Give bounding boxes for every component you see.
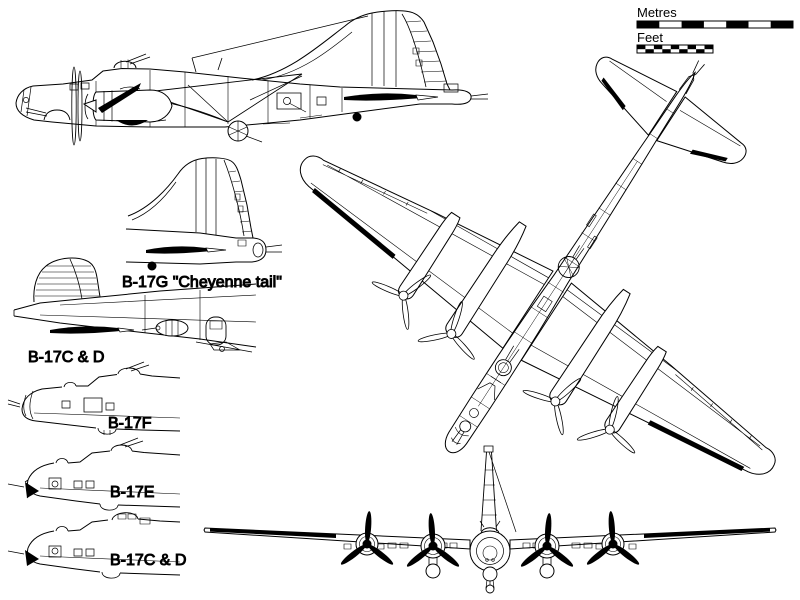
scale-bars: Metres Feet	[637, 5, 793, 53]
side-view-b17g	[16, 11, 488, 145]
top-view-b17g	[214, 0, 800, 600]
nose-detail-b17cd-label: B-17C & D	[110, 552, 186, 569]
nose-detail-b17e: B-17E	[8, 438, 180, 510]
nose-detail-b17f-label: B-17F	[108, 415, 152, 432]
nose-detail-b17e-label: B-17E	[110, 484, 154, 501]
tail-detail-cd: B-17C & D	[14, 258, 256, 367]
feet-label: Feet	[637, 30, 663, 45]
tail-detail-cheyenne: B-17G "Cheyenne tail"	[122, 158, 282, 292]
nose-detail-b17f: B-17F	[8, 362, 180, 435]
nose-detail-b17cd: B-17C & D	[8, 513, 187, 578]
tail-detail-cheyenne-label: B-17G "Cheyenne tail"	[122, 274, 282, 291]
scale-bar-metres: Metres	[637, 5, 793, 28]
tail-detail-cd-label: B-17C & D	[28, 349, 104, 366]
metres-label: Metres	[637, 5, 677, 20]
front-view-b17g	[204, 446, 776, 593]
scale-bar-feet: Feet	[637, 30, 713, 53]
